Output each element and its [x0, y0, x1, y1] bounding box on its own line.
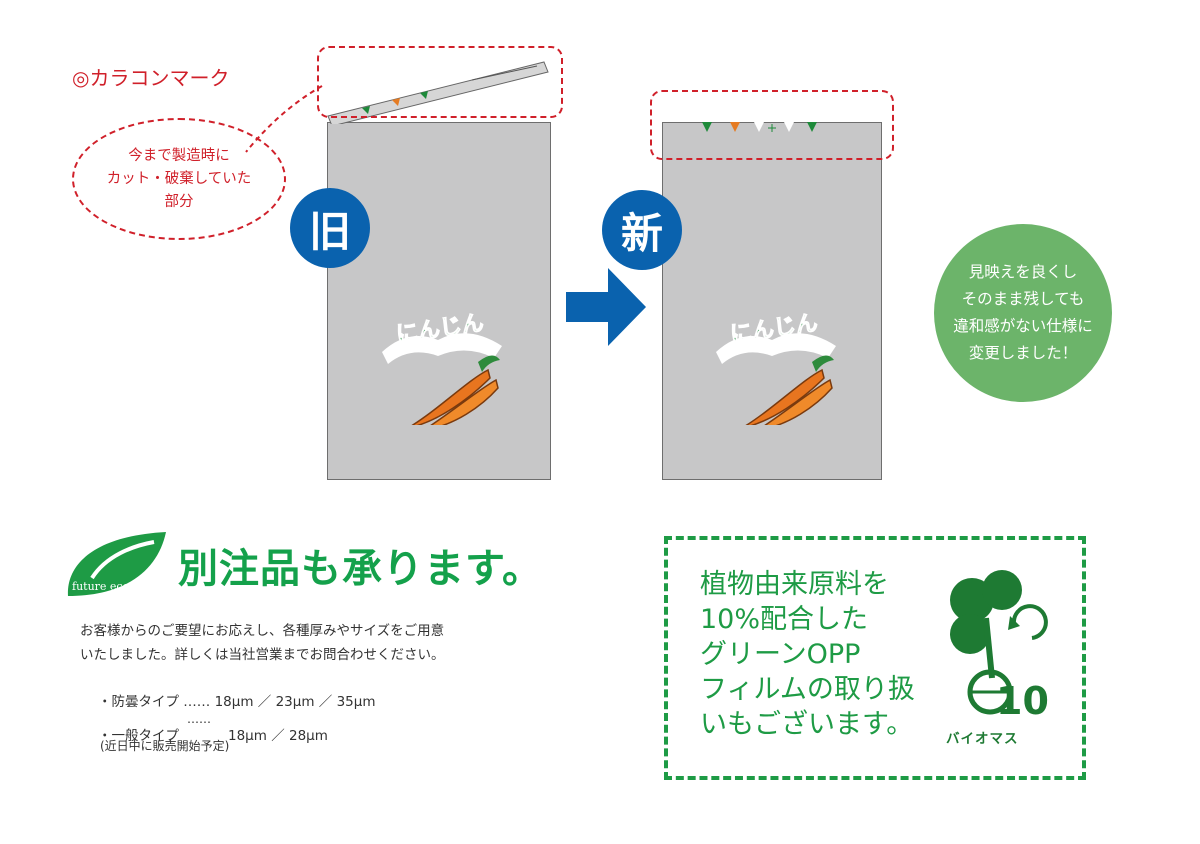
callout-connector — [245, 85, 323, 153]
colorcon-mark-label: ◎カラコンマーク — [72, 66, 230, 90]
spec-general-note: (近日中に販売開始予定) — [100, 739, 230, 753]
new-badge: 新 — [602, 190, 682, 270]
cut-bubble-line: カット・破棄していた — [106, 170, 252, 187]
improvement-circle: 見映えを良くし そのまま残しても 違和感がない仕様に 変更しました！ — [934, 224, 1112, 402]
spec-general-dots: …… — [187, 712, 211, 726]
biomass-mark-label: バイオマス — [946, 731, 1019, 747]
arrow-right-icon — [566, 268, 646, 346]
cut-strip — [327, 61, 549, 124]
biomass-box — [664, 536, 1086, 780]
old-bag — [327, 122, 551, 480]
biomass-text: 植物由来原料を 10%配合した グリーンOPP フィルムの取り扱 いもございます… — [700, 567, 915, 742]
circle-line: 変更しました！ — [968, 344, 1078, 362]
old-badge: 旧 — [290, 188, 370, 268]
biomass-line: 10%配合した — [700, 604, 869, 635]
description-line: お客様からのご要望にお応えし、各種厚みやサイズをご用意 — [80, 623, 445, 639]
custom-description: お客様からのご要望にお応えし、各種厚みやサイズをご用意 いたしました。詳しくは当… — [80, 619, 445, 667]
new-bag — [662, 122, 882, 480]
biomass-line: フィルムの取り扱 — [700, 674, 915, 705]
description-line: いたしました。詳しくは当社営業までお問合わせください。 — [80, 647, 445, 663]
custom-order-title: 別注品も承ります。 — [178, 546, 543, 592]
colorcon-marks — [702, 122, 817, 132]
biomass-line: 植物由来原料を — [700, 569, 889, 600]
carrot-logo-old: にんじん — [382, 310, 502, 425]
biomass-line: いもございます。 — [700, 709, 914, 740]
future-eco-logo-text: future eco — [72, 580, 130, 593]
biomass-line: グリーンOPP — [700, 639, 861, 670]
old-cut-area-box — [317, 46, 563, 118]
biomass-mark-number: 10 — [996, 679, 1049, 723]
carrot-logo-new: にんじん — [716, 310, 836, 425]
circle-line: 見映えを良くし — [968, 263, 1078, 281]
circle-line: そのまま残しても — [961, 290, 1085, 308]
biomass-mark-icon: 10 — [950, 570, 1049, 723]
new-top-area-box — [650, 90, 894, 160]
cut-part-bubble: 今まで製造時に カット・破棄していた 部分 — [72, 118, 286, 240]
spec-antifog: ・防曇タイプ …… 18μm ／ 23μm ／ 35μm — [98, 694, 376, 710]
future-eco-logo: future eco — [67, 532, 166, 596]
circle-line: 違和感がない仕様に — [953, 317, 1093, 335]
spec-general-values: 18μm ／ 28μm — [228, 728, 328, 744]
cut-bubble-line: 部分 — [164, 193, 194, 210]
spec-general-name: ・一般タイプ — [98, 728, 179, 744]
cut-bubble-line: 今まで製造時に — [128, 147, 230, 164]
